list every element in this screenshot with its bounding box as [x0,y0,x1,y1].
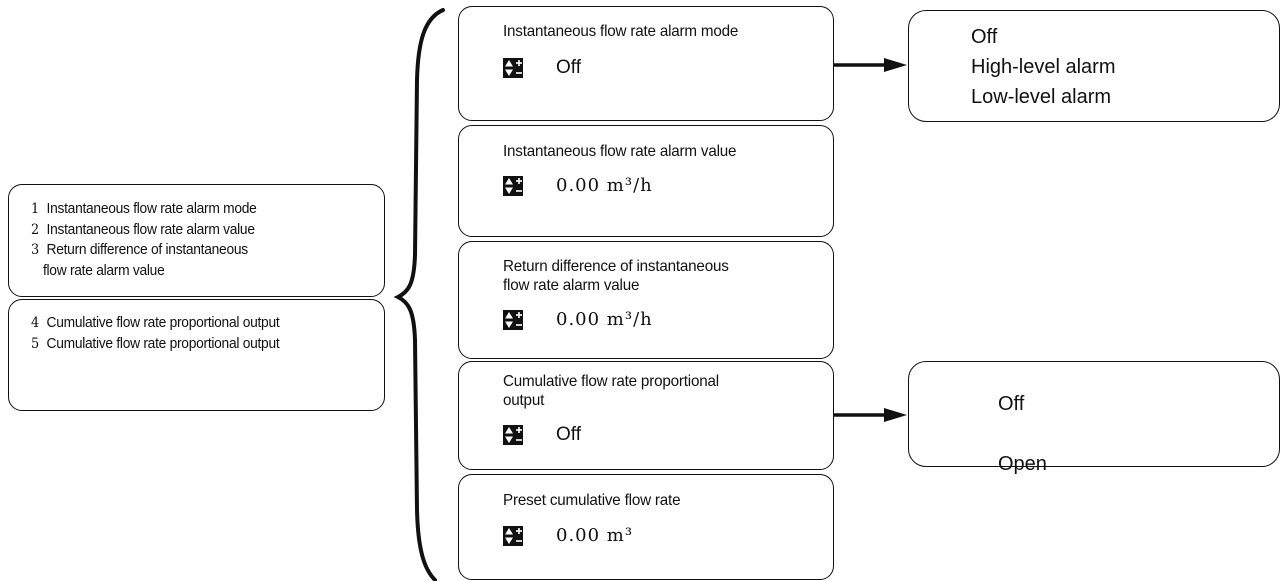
options-alarm-mode: Off High-level alarm Low-level alarm [908,10,1280,122]
menu-item-label: Return difference of instantaneous [46,241,249,258]
menu-item-number: 3 [31,242,39,258]
param-screen-preset-cumulative[interactable]: Preset cumulative flow rate 0.00 m³ [458,474,834,580]
menu-group-2: 4 Cumulative flow rate proportional outp… [8,299,385,411]
menu-item-1[interactable]: 1 Instantaneous flow rate alarm mode [31,199,257,220]
arrow-right-icon [834,58,907,72]
menu-item-number: 2 [31,221,39,238]
options-proportional-output: Off Open [908,361,1280,475]
param-screen-return-difference[interactable]: Return difference of instantaneous flow … [458,241,834,359]
menu-group-1: 1 Instantaneous flow rate alarm mode 2 I… [8,184,385,297]
menu-item-5[interactable]: 5 Cumulative flow rate proportional outp… [31,334,280,355]
menu-item-number: 5 [31,335,39,352]
up-down-plus-minus-icon[interactable] [503,176,523,196]
option-item[interactable]: Open [998,453,1047,475]
menu-item-4[interactable]: 4 Cumulative flow rate proportional outp… [31,313,280,334]
param-value: 0.00 m³/h [556,309,653,330]
param-title: Return difference of instantaneous flow … [503,258,729,294]
param-title: Cumulative flow rate proportional output [503,373,719,409]
arrow-right-icon [834,408,907,422]
param-title: Instantaneous flow rate alarm value [503,143,737,160]
param-screen-alarm-mode[interactable]: Instantaneous flow rate alarm mode Off [458,6,834,121]
menu-item-label: Cumulative flow rate proportional output [46,334,280,352]
menu-list-2: 4 Cumulative flow rate proportional outp… [31,313,280,355]
menu-item-3[interactable]: 3 Return difference of instantaneous [31,240,257,261]
param-screen-proportional-output[interactable]: Cumulative flow rate proportional output… [458,361,834,470]
menu-item-3-continuation: flow rate alarm value [42,261,165,279]
param-value: Off [556,424,581,445]
option-item[interactable]: Off [998,393,1025,415]
up-down-plus-minus-icon[interactable] [503,425,523,445]
menu-item-label: Instantaneous flow rate alarm mode [46,200,257,217]
menu-item-2[interactable]: 2 Instantaneous flow rate alarm value [31,220,257,241]
menu-item-number: 4 [31,315,39,331]
param-title: Instantaneous flow rate alarm mode [503,23,739,40]
menu-item-label: Instantaneous flow rate alarm value [46,220,255,238]
param-value: Off [556,57,581,78]
options-list: Off Open [998,374,1047,494]
up-down-plus-minus-icon[interactable] [503,310,523,330]
menu-item-number: 1 [31,201,39,217]
up-down-plus-minus-icon[interactable] [503,526,523,546]
option-item[interactable]: Low-level alarm [971,86,1112,108]
up-down-plus-minus-icon[interactable] [503,58,523,78]
option-item[interactable]: High-level alarm [971,56,1116,78]
menu-list-1: 1 Instantaneous flow rate alarm mode 2 I… [31,199,257,281]
option-item[interactable]: Off [971,26,998,48]
param-value: 0.00 m³/h [556,175,653,196]
param-screen-alarm-value[interactable]: Instantaneous flow rate alarm value 0.00… [458,125,834,237]
menu-item-label: Cumulative flow rate proportional output [46,314,280,331]
param-value: 0.00 m³ [556,525,634,546]
options-list: Off High-level alarm Low-level alarm [971,22,1116,112]
param-title: Preset cumulative flow rate [503,492,681,509]
